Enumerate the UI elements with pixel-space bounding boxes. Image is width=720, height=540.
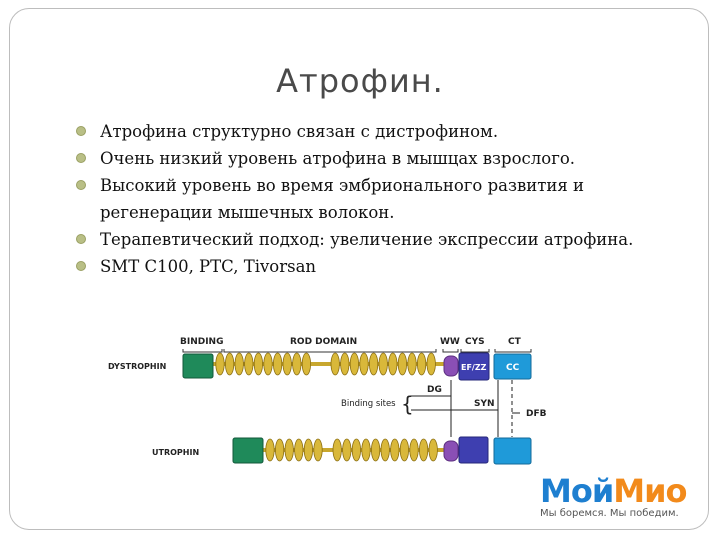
rod-repeat [418,438,429,462]
rod-repeat [274,438,285,462]
rod-repeat [407,352,417,376]
dystrophin-ww-domain [443,355,459,377]
header-ww: WW [440,337,460,347]
bracket-binding [182,349,223,353]
rod-repeat [342,438,352,462]
bullet-item: Терапевтический подход: увеличение экспр… [72,226,672,253]
rod-repeat [399,438,409,462]
utrophin-rod-repeats [265,438,438,462]
rod-repeat [351,438,361,462]
binding-brace: { [401,392,414,416]
rod-repeat [368,352,379,376]
rod-repeat [263,352,273,376]
bullet-item: Атрофина структурно связан с дистрофином… [72,118,672,145]
rod-repeat [225,352,235,376]
rod-repeat [380,438,390,462]
slide-title: Атрофин. [276,62,444,100]
bracket-ct [494,349,532,353]
rod-repeat [301,352,311,376]
rod-repeat [253,352,263,376]
rod-repeat [340,352,350,376]
rod-repeat [330,352,340,376]
rod-repeat [272,352,283,376]
bracket-ww [442,349,459,353]
bullet-item: Высокий уровень во время эмбрионального … [72,172,672,226]
bullet-item: Очень низкий уровень атрофина в мышцах в… [72,145,672,172]
utrophin-ww-domain [443,440,459,462]
header-cys: CYS [465,337,485,347]
rod-repeat [282,352,292,376]
rod-repeat [292,352,302,376]
utrophin-cys-domain [458,436,489,464]
dystrophin-backbone [200,362,460,366]
syn-label: SYN [474,399,495,409]
bracket-rod [223,349,437,353]
bullet-icon [76,153,86,163]
dystrophin-ct-domain [493,353,532,380]
cc-label: CC [506,363,520,373]
rod-repeat [390,438,400,462]
bullet-list: Атрофина структурно связан с дистрофином… [72,118,672,280]
rod-repeat [265,438,275,462]
utrophin-ct-domain [493,437,532,465]
dystrophin-binding-domain [182,353,214,379]
rod-repeat [397,352,407,376]
rod-repeat [349,352,359,376]
moymio-logo: МойМио Мы боремся. Мы победим. [540,474,700,519]
bullet-icon [76,261,86,271]
rod-repeat [409,438,419,462]
dfb-label: DFB [526,409,547,419]
logo-wordmark: МойМио [540,472,688,510]
header-binding: BINDING [180,337,223,347]
rod-repeat [416,352,427,376]
rod-repeat [234,352,244,376]
rod-repeat [294,438,304,462]
rod-repeat [359,352,369,376]
rod-repeat [428,438,438,462]
bullet-icon [76,180,86,190]
utrophin-binding-domain [232,437,264,464]
rod-repeat [215,352,225,376]
dg-label: DG [427,385,442,395]
bullet-item: SMT C100, PTC, Tivorsan [72,253,672,280]
rod-repeat [361,438,371,462]
header-rod-domain: ROD DOMAIN [290,337,357,347]
rod-repeat [313,438,323,462]
rod-repeat [378,352,388,376]
rod-repeat [332,438,342,462]
rod-repeat [388,352,398,376]
rod-repeat [303,438,313,462]
bullet-icon [76,126,86,136]
bullet-icon [76,234,86,244]
rod-repeat [244,352,254,376]
header-ct: CT [508,337,522,347]
utrophin-label: UTROPHIN [152,448,199,457]
rod-repeat [426,352,436,376]
rod-repeat [370,438,381,462]
dystrophin-rod-repeats [215,352,436,376]
dystrophin-label: DYSTROPHIN [108,362,166,371]
rod-repeat [284,438,294,462]
binding-sites-label: Binding sites [341,399,396,409]
dystrophin-cys-domain [458,352,490,381]
bracket-cys [460,349,490,353]
efzz-label: EF/ZZ [461,363,487,372]
logo-tagline: Мы боремся. Мы победим. [540,508,679,519]
